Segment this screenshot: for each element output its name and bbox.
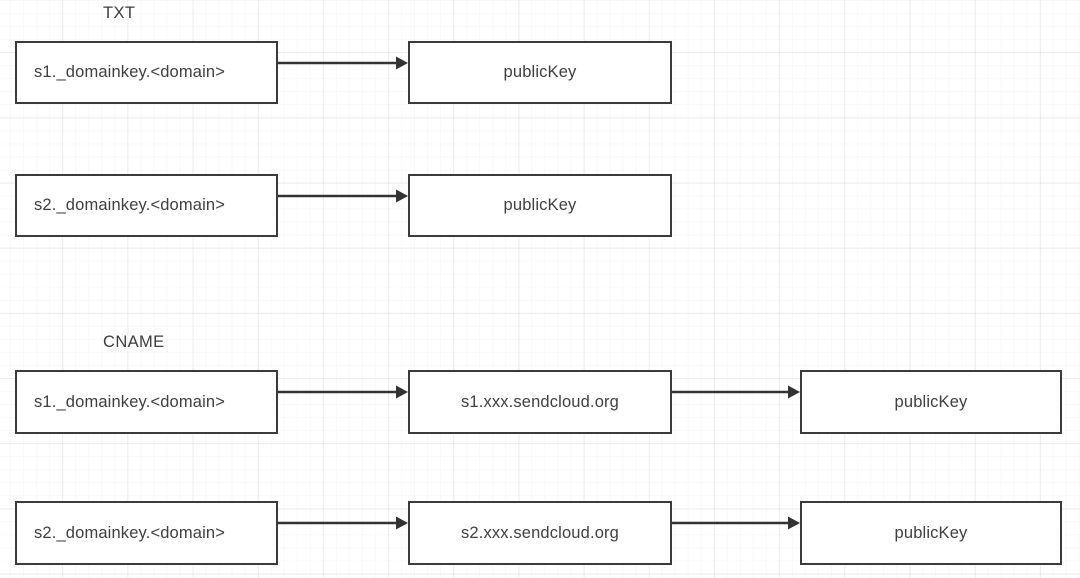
connector-arrow [672, 513, 800, 533]
node-label: s1._domainkey.<domain> [34, 392, 226, 411]
node-label: publicKey [894, 523, 968, 542]
node-label: s1.xxx.sendcloud.org [460, 392, 619, 411]
group-label-cname: CNAME [103, 333, 165, 351]
group-label-txt: TXT [103, 4, 136, 22]
node-cname-s1-target[interactable]: s1.xxx.sendcloud.org [408, 370, 672, 434]
node-txt-s2-selector[interactable]: s2._domainkey.<domain> [15, 174, 278, 237]
node-label: s2._domainkey.<domain> [34, 523, 226, 542]
node-label: s2.xxx.sendcloud.org [460, 523, 619, 542]
node-label: publicKey [503, 196, 577, 214]
connector-arrow [672, 382, 800, 402]
node-label: publicKey [894, 392, 968, 411]
node-label: publicKey [503, 63, 577, 81]
node-cname-s2-value[interactable]: publicKey [800, 501, 1062, 565]
node-cname-s2-selector[interactable]: s2._domainkey.<domain> [15, 501, 278, 565]
node-txt-s1-value[interactable]: publicKey [408, 41, 672, 104]
node-cname-s1-selector[interactable]: s1._domainkey.<domain> [15, 370, 278, 434]
node-txt-s1-selector[interactable]: s1._domainkey.<domain> [15, 41, 278, 104]
connector-arrow [278, 382, 408, 402]
node-label: s2._domainkey.<domain> [34, 196, 226, 214]
node-cname-s2-target[interactable]: s2.xxx.sendcloud.org [408, 501, 672, 565]
node-cname-s1-value[interactable]: publicKey [800, 370, 1062, 434]
node-label: s1._domainkey.<domain> [34, 63, 226, 81]
connector-arrow [278, 186, 408, 206]
node-txt-s2-value[interactable]: publicKey [408, 174, 672, 237]
connector-arrow [278, 513, 408, 533]
connector-arrow [278, 53, 408, 73]
